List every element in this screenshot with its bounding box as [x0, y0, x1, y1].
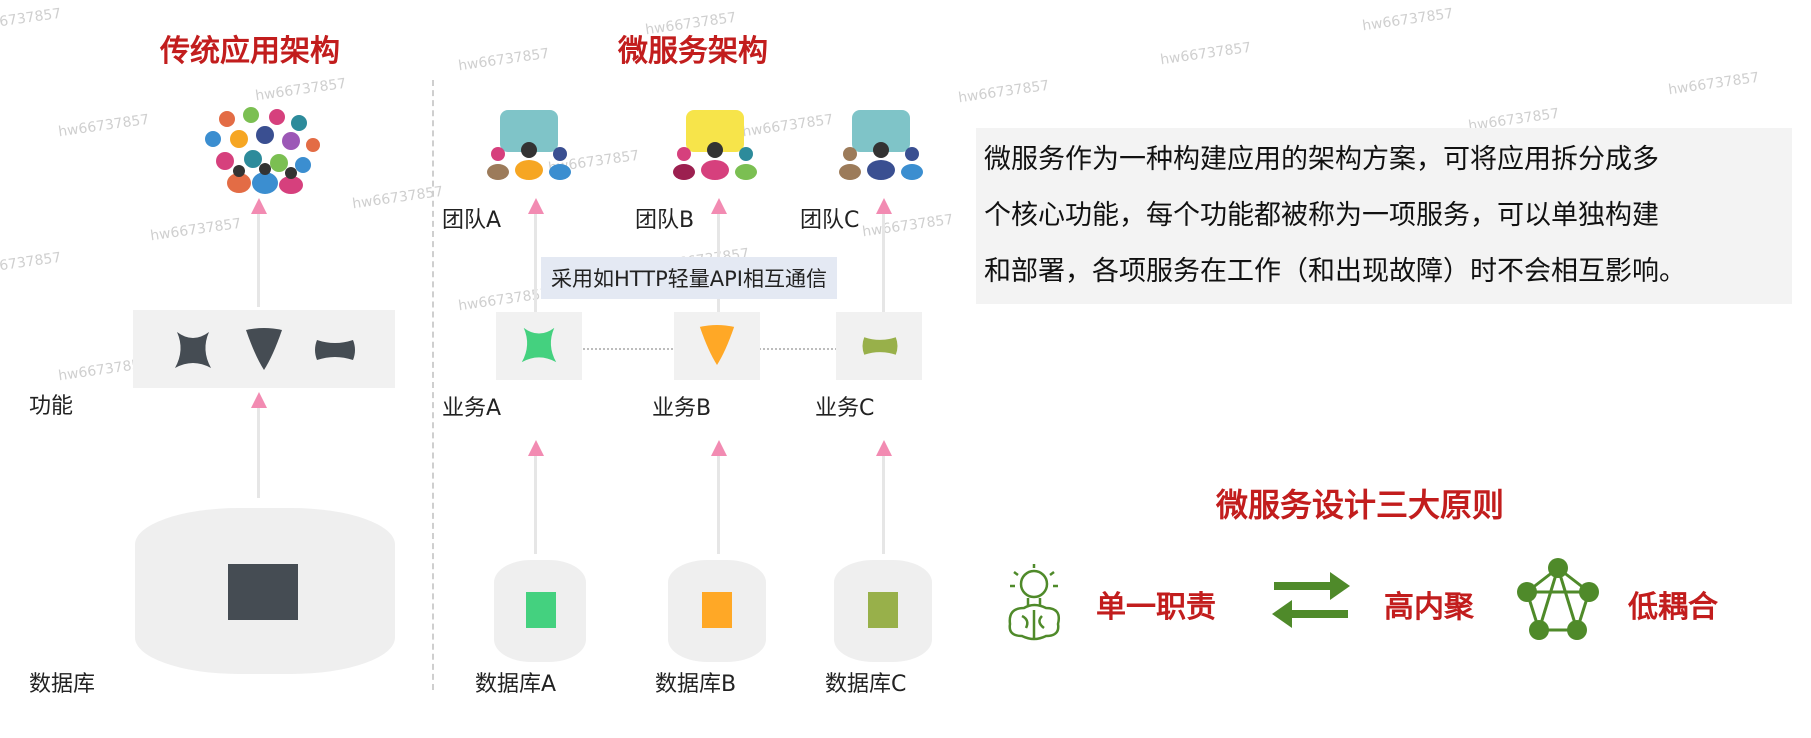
principles-title: 微服务设计三大原则	[1216, 486, 1505, 524]
database-block	[868, 592, 898, 628]
service-b-label: 业务B	[652, 396, 712, 421]
service-c-panel	[836, 312, 922, 380]
watermark: hw66737857	[957, 77, 1051, 107]
arrow-head-icon	[528, 198, 544, 214]
microservice-title: 微服务架构	[618, 34, 768, 69]
network-nodes-icon	[1517, 558, 1599, 640]
team-c-icon	[839, 110, 923, 180]
database-b	[668, 560, 766, 662]
arrow-shaft	[882, 212, 885, 312]
arrow-shaft	[257, 212, 260, 307]
traditional-function-panel	[133, 310, 395, 388]
watermark: hw66737857	[1361, 5, 1455, 35]
arrow-shaft	[534, 454, 537, 554]
description-line: 个核心功能，每个功能都被称为一项服务，可以单独构建	[984, 200, 1659, 231]
microservice-description: 微服务作为一种构建应用的架构方案，可将应用拆分成多 个核心功能，每个功能都被称为…	[976, 128, 1792, 304]
watermark: hw66737857	[861, 211, 955, 241]
service-a-label: 业务A	[442, 396, 502, 421]
blob-shape-icon	[862, 337, 898, 355]
team-a-icon	[487, 110, 571, 180]
description-line: 和部署，各项服务在工作（和出现故障）时不会相互影响。	[984, 256, 1686, 287]
database-b-label: 数据库B	[655, 672, 737, 697]
team-a-label: 团队A	[442, 208, 502, 233]
traditional-title: 传统应用架构	[160, 34, 340, 69]
service-c-label: 业务C	[815, 396, 875, 421]
watermark: hw66737857	[351, 183, 445, 213]
database-a	[494, 560, 586, 662]
database-block	[228, 564, 298, 620]
arrow-head-icon	[876, 198, 892, 214]
arrow-shaft	[717, 454, 720, 554]
function-label: 功能	[29, 394, 74, 419]
exchange-arrows-icon	[1272, 572, 1350, 628]
team-b-icon	[673, 110, 757, 180]
watermark: hw66737857	[0, 5, 63, 35]
watermark: hw66737857	[1667, 69, 1761, 99]
team-crowd-icon	[205, 107, 320, 194]
arrow-shaft	[257, 406, 260, 498]
principle-low-coupling: 低耦合	[1628, 590, 1718, 625]
arrow-head-icon	[876, 440, 892, 456]
traditional-database	[135, 508, 395, 674]
triangle-shape-icon	[246, 328, 282, 370]
team-c-label: 团队C	[800, 208, 860, 233]
arrow-head-icon	[711, 198, 727, 214]
triangle-shape-icon	[699, 325, 735, 365]
section-divider	[432, 80, 434, 690]
description-line: 微服务作为一种构建应用的架构方案，可将应用拆分成多	[984, 144, 1659, 175]
blob-shape-icon	[315, 340, 355, 360]
database-label: 数据库	[29, 672, 96, 697]
watermark: hw66737857	[0, 249, 63, 279]
arrow-head-icon	[251, 392, 267, 408]
watermark: hw66737857	[57, 111, 151, 141]
database-c-label: 数据库C	[825, 672, 907, 697]
service-a-panel	[496, 312, 582, 380]
arrow-head-icon	[251, 198, 267, 214]
database-c	[834, 560, 932, 662]
watermark: hw66737857	[457, 45, 551, 75]
watermark: hw66737857	[254, 75, 348, 105]
team-b-label: 团队B	[635, 208, 695, 233]
service-b-panel	[674, 312, 760, 380]
arrow-head-icon	[528, 440, 544, 456]
communication-label: 采用如HTTP轻量API相互通信	[541, 257, 837, 299]
principle-single-responsibility: 单一职责	[1096, 590, 1216, 625]
x-shape-icon	[175, 332, 211, 368]
database-a-label: 数据库A	[475, 672, 557, 697]
watermark: hw66737857	[149, 215, 243, 245]
x-shape-icon	[521, 327, 557, 363]
lightbulb-brain-icon	[1008, 564, 1060, 641]
arrow-shaft	[882, 454, 885, 554]
arrow-head-icon	[711, 440, 727, 456]
database-block	[702, 592, 732, 628]
database-block	[526, 592, 556, 628]
arrow-shaft	[534, 212, 537, 312]
watermark: hw66737857	[1159, 39, 1253, 69]
principle-high-cohesion: 高内聚	[1384, 590, 1474, 625]
